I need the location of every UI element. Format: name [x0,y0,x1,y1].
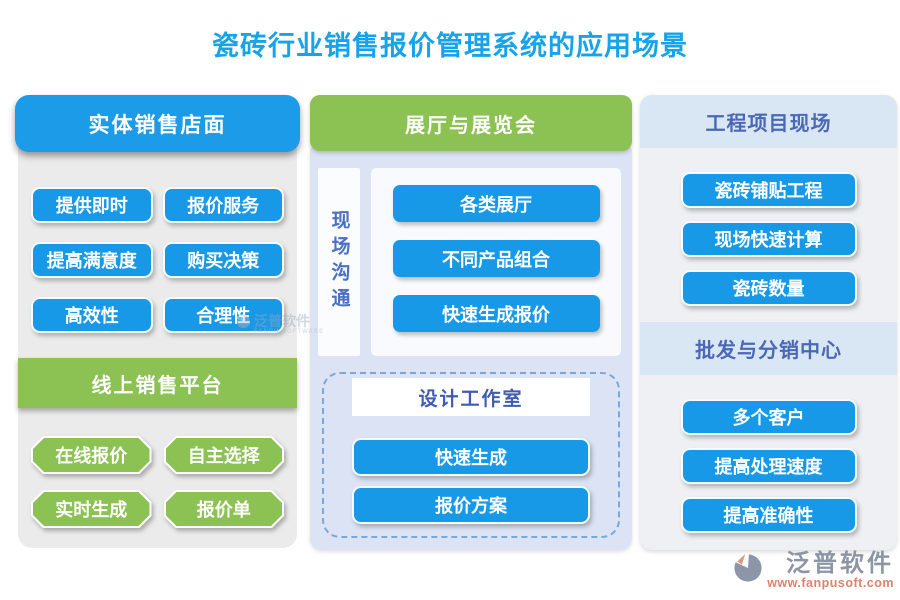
fanpu-logo-name: 泛普软件 [786,550,894,577]
showroom-body: 现场沟通 各类展厅 不同产品组合 快速生成报价 设计工作室 快速生成 报价方案 [310,144,632,550]
fanpu-logo-icon [733,552,763,588]
section-physical-store: 实体销售店面 提供即时 报价服务 提高满意度 购买决策 高效性 合理性 线上销售… [15,95,300,548]
showroom-panel: 各类展厅 不同产品组合 快速生成报价 [371,168,621,356]
diagram-node: 不同产品组合 [392,240,600,277]
wholesale-center-items: 多个客户 提高处理速度 提高准确性 [640,375,897,533]
showroom-row: 现场沟通 各类展厅 不同产品组合 快速生成报价 [310,168,632,356]
section-projects-wholesale: 工程项目现场 瓷砖铺贴工程 现场快速计算 瓷砖数量 批发与分销中心 多个客户 提… [640,95,897,550]
watermark: 泛普软件 FANPU SOFTWARE [236,314,324,335]
diagram-node: 自主选择 [164,436,285,474]
projects-wholesale-card: 工程项目现场 瓷砖铺贴工程 现场快速计算 瓷砖数量 批发与分销中心 多个客户 提… [640,95,897,550]
diagram-node: 提高准确性 [680,497,857,533]
fanpu-logo-icon [236,313,251,334]
design-studio-box: 设计工作室 快速生成 报价方案 [322,372,620,538]
physical-store-header: 实体销售店面 [15,95,300,152]
diagram-node: 提高处理速度 [680,448,857,484]
fanpu-logo-url: www.fanpusoft.com [767,576,894,590]
diagram-node: 提供即时 [31,187,153,223]
diagram-node: 快速生成报价 [392,295,600,332]
showroom-header: 展厅与展览会 [310,95,632,151]
diagram-node: 高效性 [31,297,153,333]
design-studio-header: 设计工作室 [352,378,590,416]
physical-store-body: 提供即时 报价服务 提高满意度 购买决策 高效性 合理性 线上销售平台 在线报价… [18,142,297,548]
fanpu-logo: 泛普软件 www.fanpusoft.com [733,551,894,590]
diagram-node: 瓷砖数量 [680,270,857,306]
watermark-subtext: FANPU SOFTWARE [254,329,325,335]
diagram-node: 各类展厅 [392,185,600,222]
diagram-node: 报价单 [164,490,285,528]
section-showroom: 展厅与展览会 现场沟通 各类展厅 不同产品组合 快速生成报价 设计工作室 快速生… [310,95,632,550]
wholesale-center-header: 批发与分销中心 [640,322,897,375]
page-title: 瓷砖行业销售报价管理系统的应用场景 [212,31,688,61]
diagram-node: 报价方案 [352,486,590,524]
diagram-node: 实时生成 [31,490,152,528]
diagram-node: 报价服务 [162,187,284,223]
onsite-communication-label: 现场沟通 [328,210,350,314]
physical-store-items: 提供即时 报价服务 提高满意度 购买决策 高效性 合理性 [31,187,284,333]
onsite-communication-strip: 现场沟通 [318,168,360,356]
diagram-node: 购买决策 [162,242,284,278]
diagram-node: 在线报价 [31,436,152,474]
diagram-node: 多个客户 [680,399,857,435]
watermark-text: 泛普软件 [254,313,310,329]
diagram-node: 快速生成 [352,438,590,476]
diagram-node: 提高满意度 [31,242,153,278]
diagram-node: 瓷砖铺贴工程 [680,172,857,208]
online-platform-header: 线上销售平台 [18,358,297,408]
diagram-node: 合理性 [162,297,284,333]
project-site-items: 瓷砖铺贴工程 现场快速计算 瓷砖数量 [640,148,897,322]
diagram-node: 现场快速计算 [680,221,857,257]
project-site-header: 工程项目现场 [640,95,897,148]
online-platform-items: 在线报价 自主选择 实时生成 报价单 [31,436,284,528]
